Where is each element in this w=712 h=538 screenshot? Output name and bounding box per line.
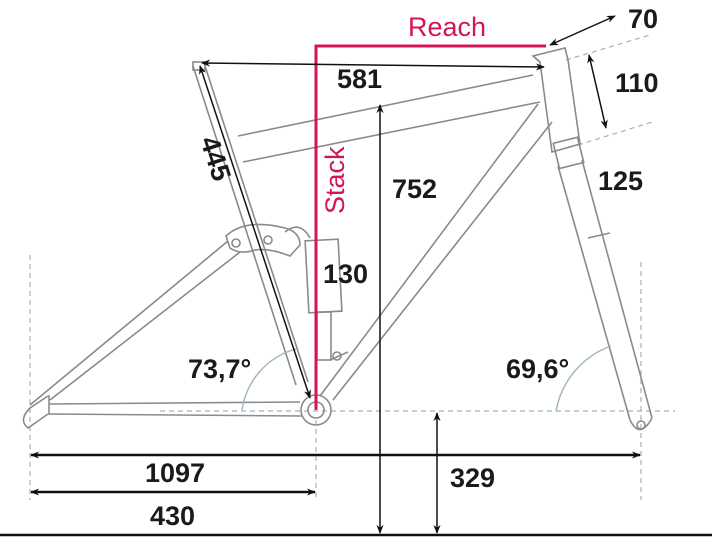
chainstay-value: 430 [150,501,195,531]
stack-value: 752 [392,174,437,204]
head-angle-arc [555,345,612,412]
reach-label: Reach [408,12,486,42]
wheelbase-value: 1097 [145,458,205,488]
seat-tube-arrow [199,65,311,399]
shock-travel-value: 130 [323,259,368,289]
stem-height-arrow [587,54,608,129]
bb-height-value: 329 [450,463,495,493]
seat-angle-value: 73,7° [188,354,251,384]
stem-length-value: 70 [628,4,658,34]
stem-length-arrow [549,15,616,46]
head-angle-value: 69,6° [506,354,569,384]
dimension-arrows [30,15,641,534]
stack-label: Stack [320,146,350,214]
top-tube-arrow [201,59,545,71]
head-tube-value: 125 [598,166,643,196]
guide-lines [29,34,675,500]
seat-tube-value: 445 [194,133,236,185]
reach-stack-line [314,44,546,410]
stem-height-value: 110 [615,68,659,98]
top-tube-value: 581 [337,64,382,94]
